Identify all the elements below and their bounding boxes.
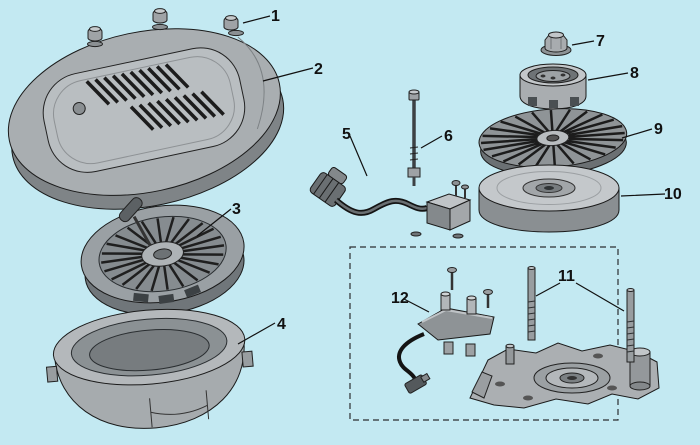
engine-cover-part [7, 28, 285, 210]
callout-7: 7 [596, 33, 605, 50]
flywheel-part [478, 164, 620, 233]
callout-1: 1 [271, 8, 280, 25]
crankcase-part [469, 342, 660, 409]
callout-5: 5 [342, 126, 351, 143]
callout-9: 9 [654, 121, 663, 138]
callout-leader-lines [196, 15, 666, 345]
callout-labels: 1 2 3 4 5 6 7 8 9 10 11 12 [232, 8, 682, 333]
long-bolt-part [407, 89, 421, 186]
callout-12: 12 [391, 290, 409, 307]
starter-cup-part [519, 63, 587, 110]
callout-2: 2 [314, 61, 323, 78]
callout-6: 6 [444, 128, 453, 145]
callout-10: 10 [664, 186, 682, 203]
mounting-studs-part [527, 266, 635, 363]
flywheel-nut-part [540, 31, 572, 56]
callout-4: 4 [277, 316, 286, 333]
callout-8: 8 [630, 65, 639, 82]
recoil-starter-part [80, 197, 245, 316]
ignition-module-part [397, 267, 495, 394]
blower-housing-part [45, 308, 254, 429]
dashed-assembly-box [349, 246, 619, 421]
spark-plug-wire-part [309, 167, 472, 239]
cap-nuts-part [87, 8, 244, 48]
flywheel-fan-part [478, 108, 628, 176]
callout-11: 11 [558, 268, 575, 285]
callout-3: 3 [232, 201, 241, 218]
